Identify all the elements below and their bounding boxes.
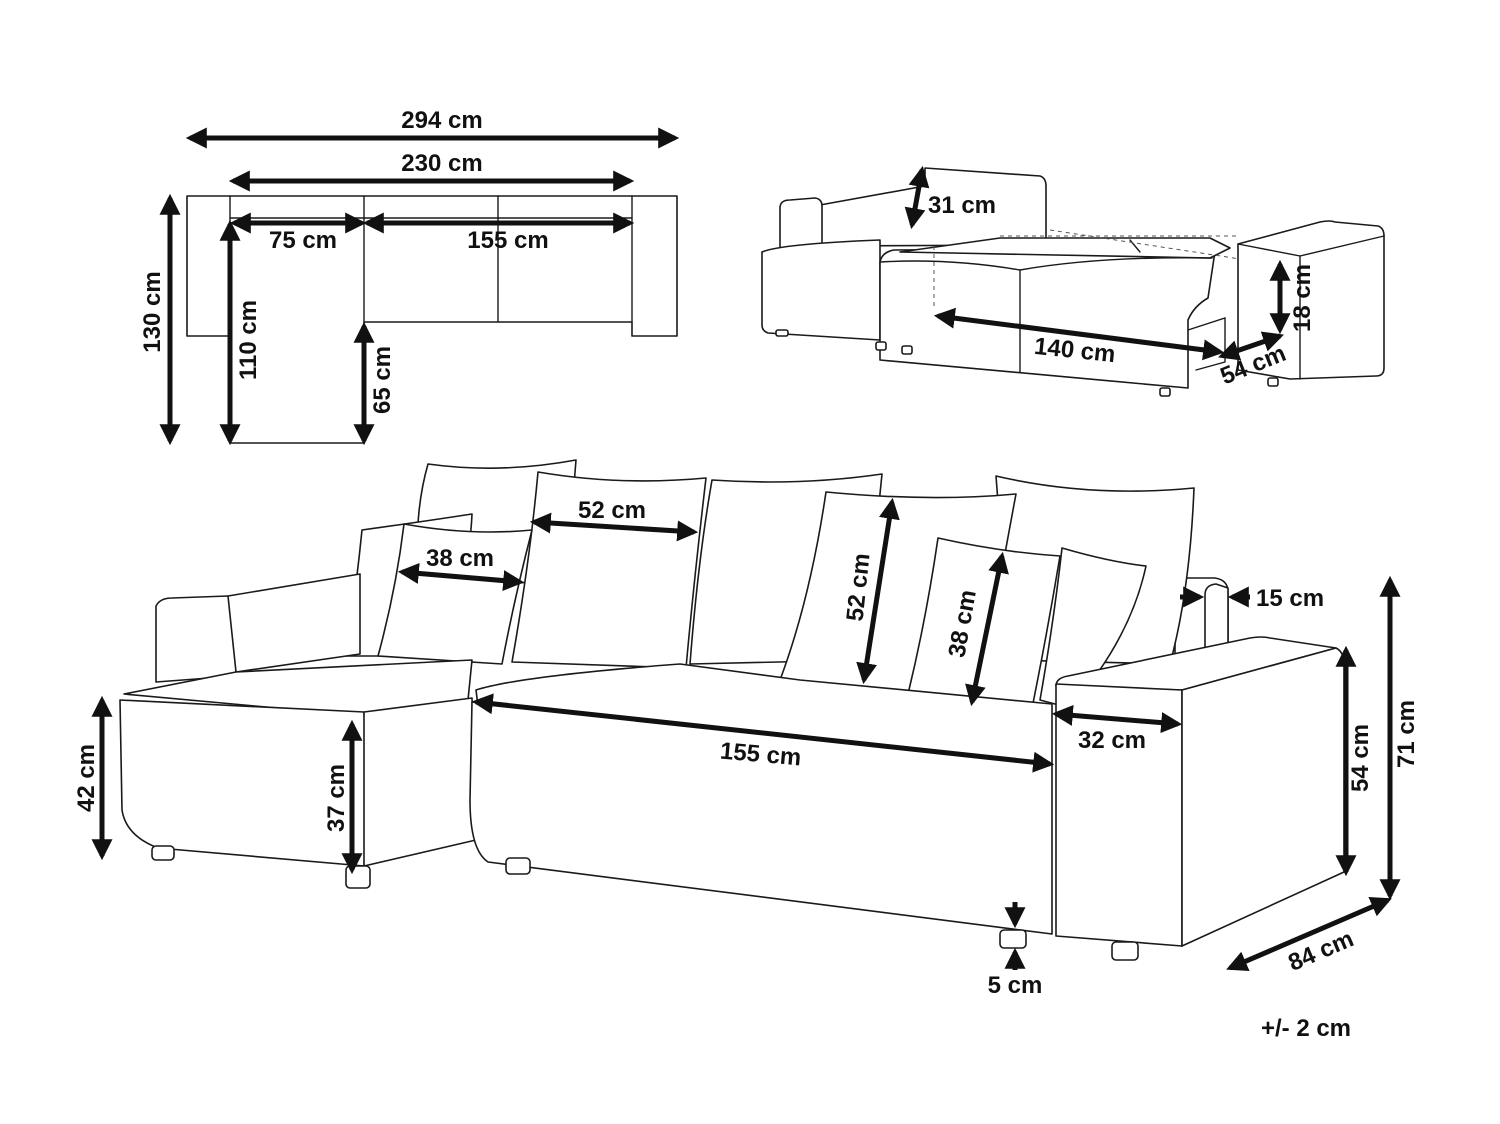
dim-130-label: 130 cm [139,271,166,352]
top-view: 294 cm 230 cm 75 cm 155 cm 130 cm 110 cm… [139,107,680,446]
left-back-arm [155,595,237,683]
back-right-arm-face [1204,583,1229,653]
dim-52-height-arrow [856,497,900,685]
dim-54-arm-label: 54 cm [1347,724,1374,792]
dim-31-label: 31 cm [928,192,996,219]
bed-leg [1267,377,1279,387]
dim-31-arrow [904,165,930,230]
dim-38-width-label: 38 cm [426,545,494,572]
bed-leg [775,329,789,337]
right-arm-top [1055,636,1337,691]
dim-71-label: 71 cm [1393,700,1420,768]
bed-chaise [761,239,881,341]
chaise-side [363,697,477,867]
dim-54-bed-arrow [1218,331,1284,361]
bed-mattress-seam [879,257,1213,271]
dim-65-label: 65 cm [369,346,396,414]
dim-110-label: 110 cm [235,300,262,380]
bed-leg [1159,387,1171,397]
dim-37-label: 37 cm [323,764,350,832]
bed-right-arm-edge-2 [1299,235,1385,257]
dim-155-top-label: 155 cm [467,227,548,254]
bed-view: 31 cm 140 cm 54 cm 18 cm [761,165,1385,397]
dim-52-width-arrow [529,512,699,542]
bed-backrest [819,167,1047,247]
dim-230-label: 230 cm [401,150,482,177]
dim-52-width-label: 52 cm [578,497,646,524]
sofa-leg [505,857,531,875]
dim-38-width-arrow [397,562,525,592]
dim-140-arrow [933,307,1225,361]
bed-hidden-edge-2 [1049,229,1261,263]
dim-84-arrow [1226,896,1392,972]
dim-84-label: 84 cm [1284,925,1357,976]
bed-right-arm-edge [1237,243,1301,257]
bed-storage-tray [1187,317,1226,371]
scatter-cushion-side [1039,547,1147,709]
dim-18-label: 18 cm [1289,264,1316,332]
bed-leg [875,341,887,351]
bed-left-arm [779,197,823,249]
sofa-leg [151,845,175,861]
sofa-leg [999,929,1027,949]
dim-42-label: 42 cm [73,744,100,812]
bed-mattress-front [879,247,1216,389]
dim-32-arrow [1051,704,1183,734]
sofa-leg [1111,941,1139,961]
tolerance-note: +/- 2 cm [1261,1015,1351,1042]
dim-5-label: 5 cm [988,972,1043,999]
bed-mattress-top [899,237,1231,259]
scatter-cushion-left-front [377,523,533,665]
main-view: 38 cm 52 cm 52 cm 38 cm 15 cm 42 cm 37 c… [73,459,1420,999]
dim-155-seat-arrow [471,693,1055,773]
dim-294-label: 294 cm [401,107,482,134]
dim-75-label: 75 cm [269,227,337,254]
dim-32-label: 32 cm [1078,727,1146,754]
bed-leg [901,345,913,355]
dim-15-label: 15 cm [1256,585,1324,612]
right-arm-side [1181,647,1345,947]
left-back-top [227,573,361,673]
dim-38-height-arrow [965,551,1009,707]
